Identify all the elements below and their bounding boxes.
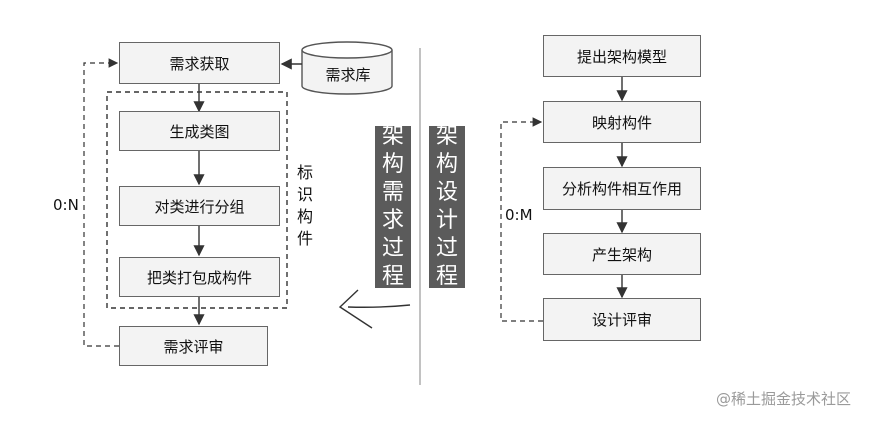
hand-arrow xyxy=(347,304,411,308)
right-loop-label: 0:M xyxy=(505,206,533,224)
left-loop-label: 0:N xyxy=(53,196,79,214)
watermark: @稀土掘金技术社区 xyxy=(716,390,852,408)
left-loop-line xyxy=(83,58,119,347)
group-dashed-box xyxy=(106,91,288,309)
node-propose-model: 提出架构模型 xyxy=(543,35,701,77)
group-label: 标 识 构 件 xyxy=(297,163,314,248)
node-analyze-interaction: 分析构件相互作用 xyxy=(543,167,701,210)
banner-architecture-design: 架构设 计过程 xyxy=(429,124,465,289)
node-package-components: 把类打包成构件 xyxy=(119,257,280,297)
node-generate-class-diagram: 生成类图 xyxy=(119,111,280,151)
node-group-classes: 对类进行分组 xyxy=(119,186,280,226)
node-requirement-gathering: 需求获取 xyxy=(119,42,280,84)
node-map-components: 映射构件 xyxy=(543,101,701,143)
database-icon xyxy=(301,41,393,95)
database-label: 需求库 xyxy=(325,66,371,84)
node-requirement-review: 需求评审 xyxy=(119,326,268,366)
node-design-review: 设计评审 xyxy=(543,298,701,341)
banner-architecture-requirement: 架构需 求过程 xyxy=(375,124,411,289)
node-generate-architecture: 产生架构 xyxy=(543,233,701,275)
right-loop-line xyxy=(500,117,543,322)
